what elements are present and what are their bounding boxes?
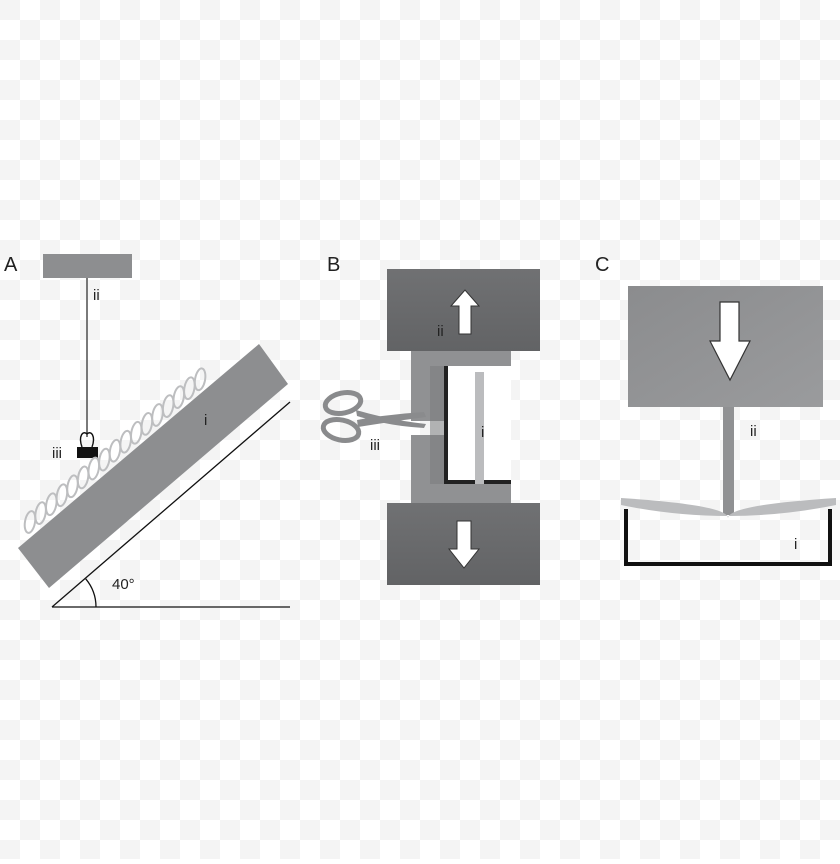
scissors-icon	[320, 390, 426, 443]
panel-c: C ii i	[595, 254, 836, 566]
hair-loop	[130, 420, 143, 445]
panel-a-support-block	[43, 254, 132, 278]
hair-loop	[45, 492, 58, 517]
panel-a-hair-loops	[23, 367, 207, 534]
panel-c-label-ii: ii	[750, 423, 757, 440]
panel-c-plunger-rod	[723, 407, 734, 515]
panel-c-label-i: i	[794, 536, 797, 553]
panel-a: A ii iii 40° i	[4, 254, 291, 608]
hair-loop	[183, 376, 196, 401]
panel-b-label-i: i	[481, 424, 484, 441]
panel-b-label-ii: ii	[437, 323, 444, 340]
panel-a-label-ii: ii	[93, 287, 100, 304]
hair-loop	[87, 456, 101, 481]
panel-c-bent-membrane	[621, 498, 836, 518]
hair-loop	[66, 474, 79, 499]
panel-a-label-i: i	[204, 412, 207, 429]
panel-b-label-iii: iii	[370, 437, 380, 454]
panel-a-letter: A	[4, 254, 18, 276]
panel-b-sample-strip	[475, 372, 484, 484]
arrow-down-icon	[447, 520, 481, 569]
panel-a-angle-arc	[85, 578, 97, 608]
hair-loop	[34, 501, 47, 525]
hair-loop	[193, 367, 207, 392]
arrow-down-icon	[709, 301, 751, 382]
panel-a-inclined-slab	[18, 344, 288, 588]
panel-c-container	[624, 509, 832, 566]
hair-loop	[140, 412, 154, 436]
panel-a-incline-line	[51, 401, 291, 608]
panel-a-label-iii: iii	[52, 445, 62, 462]
hair-loop	[108, 438, 122, 463]
hair-loop	[151, 403, 164, 427]
panel-c-letter: C	[595, 254, 609, 276]
hair-loop	[172, 385, 186, 409]
hair-loop	[55, 483, 69, 508]
hair-loop	[23, 510, 37, 534]
binder-clip-icon	[77, 432, 98, 458]
panel-b-letter: B	[327, 254, 340, 276]
arrow-up-icon	[449, 289, 481, 335]
hair-loop	[161, 394, 175, 418]
panel-a-angle-label: 40°	[112, 576, 135, 593]
panel-b: B i ii	[320, 254, 540, 585]
hair-loop	[98, 447, 111, 472]
hair-loop	[76, 465, 90, 490]
hair-loop	[119, 429, 132, 454]
